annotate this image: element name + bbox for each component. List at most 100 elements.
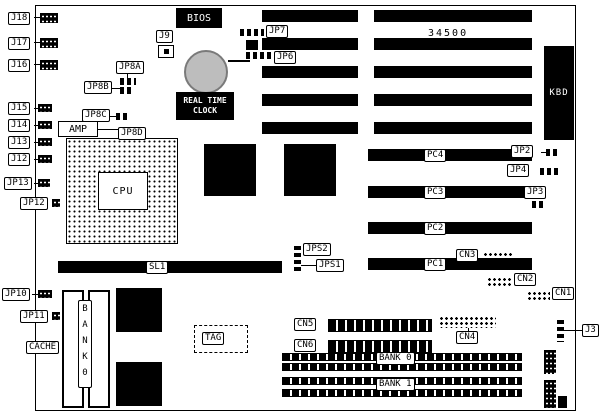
jp2-pins bbox=[546, 149, 560, 156]
connector-jp12 bbox=[52, 199, 60, 207]
connector-jp10 bbox=[38, 290, 52, 298]
jp7-component bbox=[246, 40, 258, 50]
callout-line bbox=[34, 125, 38, 126]
label-cn2: CN2 bbox=[514, 273, 537, 286]
isa-slot-segment bbox=[262, 94, 358, 106]
label-jps2: JPS2 bbox=[303, 243, 331, 256]
isa-slot-segment bbox=[262, 66, 358, 78]
slot-pc2 bbox=[368, 222, 532, 234]
connector-j16 bbox=[40, 60, 58, 70]
slot-sl1 bbox=[58, 261, 282, 273]
callout-line bbox=[127, 74, 128, 78]
slot-pc3 bbox=[368, 186, 532, 198]
label-pc3: PC3 bbox=[424, 186, 447, 199]
jp8b-pins bbox=[120, 87, 134, 94]
callout-line bbox=[541, 152, 546, 153]
cn5-header bbox=[328, 319, 432, 332]
connector-jp13 bbox=[38, 179, 50, 187]
isa-slot-segment bbox=[262, 122, 358, 134]
jp7-pins bbox=[240, 29, 264, 36]
j3-connector bbox=[557, 320, 564, 342]
cn4-connector bbox=[438, 315, 496, 328]
label-j16: J16 bbox=[8, 59, 31, 72]
slot-pc4 bbox=[368, 149, 532, 161]
j9-dot bbox=[164, 49, 169, 54]
label-jp4: JP4 bbox=[507, 164, 530, 177]
label-bank1: BANK 1 bbox=[376, 378, 415, 391]
label-sl1: SL1 bbox=[146, 261, 169, 274]
label-j12: J12 bbox=[8, 153, 31, 166]
callout-line bbox=[110, 116, 116, 117]
callout-line bbox=[34, 142, 38, 143]
connector-j13 bbox=[38, 138, 52, 146]
cache-chip bbox=[116, 362, 162, 406]
isa-slot-segment bbox=[374, 10, 532, 22]
label-tag: TAG bbox=[202, 332, 225, 345]
isa-slot-segment bbox=[262, 38, 358, 50]
callout-line bbox=[34, 17, 40, 18]
connector-j15 bbox=[38, 104, 52, 112]
board-part-number: 34500 bbox=[428, 28, 469, 39]
label-cn5: CN5 bbox=[294, 318, 317, 331]
connector-j14 bbox=[38, 121, 52, 129]
label-cn1: CN1 bbox=[552, 287, 575, 300]
cpu-socket bbox=[66, 138, 178, 244]
tag-region bbox=[194, 325, 248, 353]
cpu-label: CPU bbox=[98, 172, 148, 210]
label-jp12: JP12 bbox=[20, 197, 48, 210]
jp8c-pins bbox=[116, 113, 130, 120]
label-bank0-vertical: BANK0 bbox=[78, 300, 92, 388]
label-jp8b: JP8B bbox=[84, 81, 112, 94]
label-jp10: JP10 bbox=[2, 288, 30, 301]
label-cn3: CN3 bbox=[456, 249, 479, 262]
label-jp13: JP13 bbox=[4, 177, 32, 190]
label-j13: J13 bbox=[8, 136, 31, 149]
label-jp11: JP11 bbox=[20, 310, 48, 323]
label-j17: J17 bbox=[8, 37, 31, 50]
j9-component bbox=[158, 45, 174, 58]
jp6-pins bbox=[246, 52, 272, 59]
callout-line bbox=[34, 183, 38, 184]
callout-line bbox=[98, 129, 118, 130]
callout-line bbox=[34, 108, 38, 109]
label-cache: CACHE bbox=[26, 341, 60, 354]
isa-slot-segment bbox=[374, 122, 532, 134]
callout-line bbox=[32, 294, 38, 295]
callout-line bbox=[301, 265, 316, 266]
label-jp2: JP2 bbox=[511, 145, 534, 158]
label-jp7: JP7 bbox=[266, 25, 289, 38]
label-jp3: JP3 bbox=[524, 186, 547, 199]
callout-line bbox=[112, 88, 120, 89]
edge-component bbox=[544, 380, 556, 408]
label-jp8c: JP8C bbox=[82, 109, 110, 122]
connector-j17 bbox=[40, 38, 58, 48]
cn3-connector bbox=[482, 251, 512, 261]
label-j18: J18 bbox=[8, 12, 31, 25]
label-pc1: PC1 bbox=[424, 258, 447, 271]
label-bank0: BANK 0 bbox=[376, 352, 415, 365]
isa-slot-segment bbox=[374, 66, 532, 78]
callout-line bbox=[564, 330, 582, 331]
label-jp8a: JP8A bbox=[116, 61, 144, 74]
cn2-connector bbox=[486, 276, 512, 286]
callout-line bbox=[34, 42, 40, 43]
jp8a-pins bbox=[120, 78, 136, 85]
label-j9: J9 bbox=[156, 30, 173, 43]
qfp-chip bbox=[284, 144, 336, 196]
callout-line bbox=[34, 64, 40, 65]
isa-slot-segment bbox=[374, 94, 532, 106]
jp4-pins bbox=[540, 168, 558, 175]
qfp-chip bbox=[204, 144, 256, 196]
callout-line bbox=[468, 328, 469, 331]
kbd-connector: KBD bbox=[544, 46, 574, 140]
edge-component bbox=[544, 350, 556, 374]
amp-chip: AMP bbox=[58, 121, 98, 137]
slot-pc1 bbox=[368, 258, 532, 270]
connector-j18 bbox=[40, 13, 58, 23]
label-pc2: PC2 bbox=[424, 222, 447, 235]
battery bbox=[184, 50, 228, 94]
label-pc4: PC4 bbox=[424, 149, 447, 162]
isa-slot-segment bbox=[374, 38, 532, 50]
isa-slot-segment bbox=[262, 10, 358, 22]
